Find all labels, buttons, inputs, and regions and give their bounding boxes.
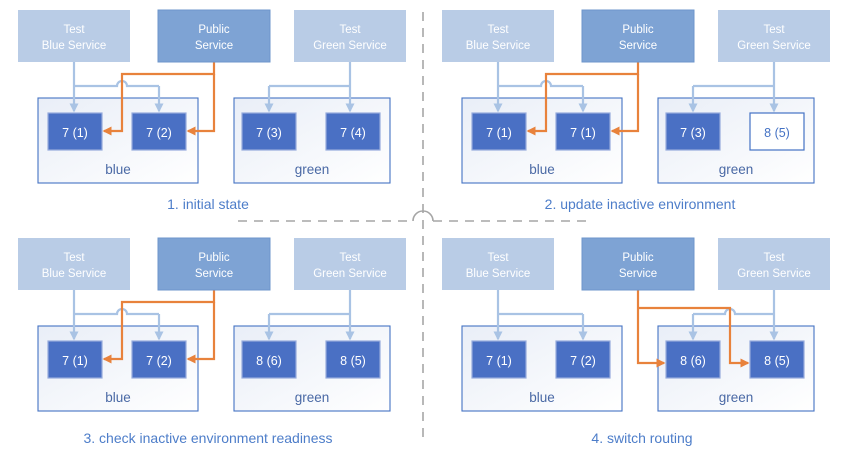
instance-label: 7 (1)	[570, 126, 596, 140]
environment-label: blue	[529, 390, 555, 405]
service-label: Green Service	[313, 268, 387, 280]
instance-box	[131, 340, 187, 379]
instance-box	[555, 340, 611, 379]
test-blue-connector-split	[498, 79, 583, 88]
service-label: Test	[763, 252, 785, 264]
instance-box	[665, 340, 721, 379]
test-blue-service-box	[442, 10, 554, 62]
test-blue-connector-split	[74, 307, 159, 316]
service-label: Blue Service	[42, 40, 107, 52]
service-label: Green Service	[737, 268, 811, 280]
test-blue-connector-split	[74, 79, 159, 88]
instance-label: 7 (4)	[340, 126, 366, 140]
public-arrow-icon	[526, 62, 640, 136]
service-label: Test	[763, 24, 785, 36]
test-green-service-box	[294, 238, 406, 290]
public-arrow-icon	[102, 290, 216, 364]
service-label: Test	[63, 24, 85, 36]
public-arrow-icon	[186, 74, 216, 136]
service-label: Public	[622, 24, 654, 36]
instance-box	[47, 340, 103, 379]
test-blue-service-box	[18, 238, 130, 290]
service-label: Public	[198, 24, 230, 36]
instance-label: 8 (5)	[764, 126, 790, 140]
instance-box	[241, 340, 297, 379]
instance-label: 7 (2)	[146, 354, 172, 368]
service-label: Test	[339, 24, 361, 36]
service-label: Blue Service	[466, 268, 531, 280]
public-service-box	[581, 237, 695, 291]
service-label: Green Service	[737, 40, 811, 52]
panel-update-inactive: Test Blue Service Public Service Test Gr…	[442, 9, 830, 212]
instance-box	[325, 340, 381, 379]
instance-label: 8 (5)	[340, 354, 366, 368]
service-label: Service	[195, 268, 233, 280]
instance-label: 7 (1)	[486, 126, 512, 140]
service-label: Test	[487, 252, 509, 264]
panel-check-readiness: Test Blue Service Public Service Test Gr…	[18, 237, 406, 446]
instance-box	[471, 340, 527, 379]
instance-label: 8 (5)	[764, 354, 790, 368]
public-service-box	[581, 9, 695, 63]
instance-label: 7 (1)	[486, 354, 512, 368]
instance-label: 7 (2)	[146, 126, 172, 140]
instance-box	[131, 112, 187, 151]
instance-box-outline	[749, 112, 805, 151]
instance-label: 7 (3)	[680, 126, 706, 140]
instance-box	[749, 340, 805, 379]
service-label: Test	[339, 252, 361, 264]
instance-box	[471, 112, 527, 151]
test-green-service-box	[718, 10, 830, 62]
instance-box	[555, 112, 611, 151]
service-label: Service	[619, 40, 657, 52]
panel-caption: 3. check inactive environment readiness	[83, 430, 332, 446]
service-label: Service	[195, 40, 233, 52]
public-arrow-icon	[638, 306, 750, 368]
service-label: Test	[63, 252, 85, 264]
public-arrow-icon	[610, 74, 640, 136]
instance-label: 7 (2)	[570, 354, 596, 368]
environment-label: green	[719, 390, 754, 405]
panel-caption: 4. switch routing	[591, 430, 692, 446]
environment-label: green	[295, 162, 330, 177]
test-blue-service-box	[18, 10, 130, 62]
test-green-service-box	[294, 10, 406, 62]
public-service-box	[157, 9, 271, 63]
environment-label: blue	[105, 390, 131, 405]
service-label: Test	[487, 24, 509, 36]
public-service-box	[157, 237, 271, 291]
panel-caption: 1. initial state	[167, 196, 249, 212]
service-label: Green Service	[313, 40, 387, 52]
public-arrow-icon	[636, 290, 666, 368]
service-label: Blue Service	[42, 268, 107, 280]
panel-initial-state: Test Blue Service Public Service Test Gr…	[18, 9, 406, 212]
instance-label: 8 (6)	[256, 354, 282, 368]
instance-label: 7 (1)	[62, 126, 88, 140]
service-label: Public	[198, 252, 230, 264]
panel-caption: 2. update inactive environment	[545, 196, 736, 212]
test-blue-service-box	[442, 238, 554, 290]
service-label: Blue Service	[466, 40, 531, 52]
panel-switch-routing: Test Blue Service Public Service Test Gr…	[442, 237, 830, 446]
instance-box	[325, 112, 381, 151]
public-arrow-icon	[102, 62, 216, 136]
service-label: Public	[622, 252, 654, 264]
service-label: Service	[619, 268, 657, 280]
instance-box	[665, 112, 721, 151]
test-green-connector-split	[693, 307, 774, 316]
environment-label: blue	[105, 162, 131, 177]
instance-label: 7 (3)	[256, 126, 282, 140]
instance-label: 7 (1)	[62, 354, 88, 368]
test-green-service-box	[718, 238, 830, 290]
environment-label: green	[295, 390, 330, 405]
instance-box	[47, 112, 103, 151]
environment-label: blue	[529, 162, 555, 177]
environment-label: green	[719, 162, 754, 177]
public-arrow-icon	[186, 302, 216, 364]
instance-box	[241, 112, 297, 151]
instance-label: 8 (6)	[680, 354, 706, 368]
